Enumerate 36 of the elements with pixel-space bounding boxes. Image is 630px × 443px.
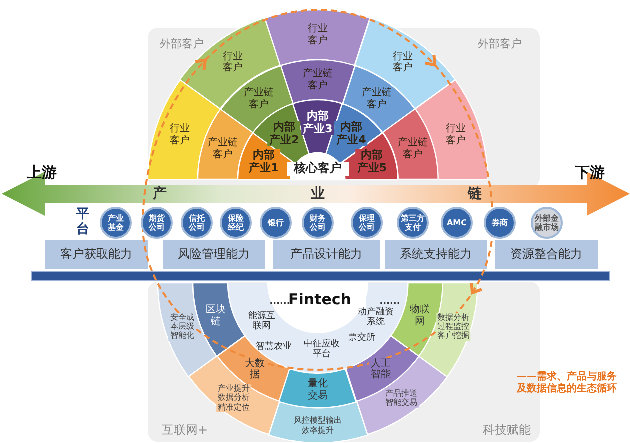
platform-circle: 信托公司 <box>181 207 213 239</box>
platform-circle: 外部金融市场 <box>531 207 563 239</box>
platform-circle: AMC <box>441 207 473 239</box>
region-label: 外部客户 <box>478 38 522 52</box>
region-label: 外部客户 <box>160 38 204 52</box>
note-text: ——需求、产品与服务及数据信息的生态循环 <box>516 372 618 394</box>
platform-circle: 财务公司 <box>302 207 334 239</box>
double-arrow-band <box>2 172 630 216</box>
platform-circle: 第三方支付 <box>397 207 429 239</box>
band-label: 产 <box>153 186 167 202</box>
capability-box: 客户获取能力 <box>45 240 148 269</box>
capability-box: 风险管理能力 <box>163 240 265 269</box>
ring-segment: 风控模型输出效率提升 <box>268 402 368 443</box>
region-label: 互联网+ <box>162 424 208 438</box>
capability-box: 系统支持能力 <box>385 240 487 269</box>
platform-circle: 银行 <box>260 207 292 239</box>
band-label: 业 <box>311 186 325 202</box>
stream-label: 下游 <box>575 164 605 182</box>
platform-circle: 保理公司 <box>351 207 383 239</box>
platform-circle: 券商 <box>484 207 516 239</box>
ellipsis-text: ...... <box>380 296 400 307</box>
band-label: 链 <box>468 186 482 202</box>
tech-label: 票交所 <box>348 332 376 344</box>
tech-label: 智慧农业 <box>256 342 292 352</box>
capability-box: 产品设计能力 <box>273 240 380 269</box>
capability-box: 资源整合能力 <box>495 240 598 269</box>
stream-label: 上游 <box>27 164 57 182</box>
platform-circle: 期货公司 <box>141 207 173 239</box>
row-label: 平台 <box>76 208 90 238</box>
platform-circle: 产业基金 <box>100 207 132 239</box>
ellipsis-text: ...... <box>270 296 290 308</box>
tech-label: 动产融资系统 <box>358 308 394 328</box>
tech-label: 能源互联网 <box>248 312 276 332</box>
tech-label: 中征应收平台 <box>304 340 340 360</box>
region-label: 科技赋能 <box>483 424 531 438</box>
platform-circle: 保险经纪 <box>220 207 252 239</box>
